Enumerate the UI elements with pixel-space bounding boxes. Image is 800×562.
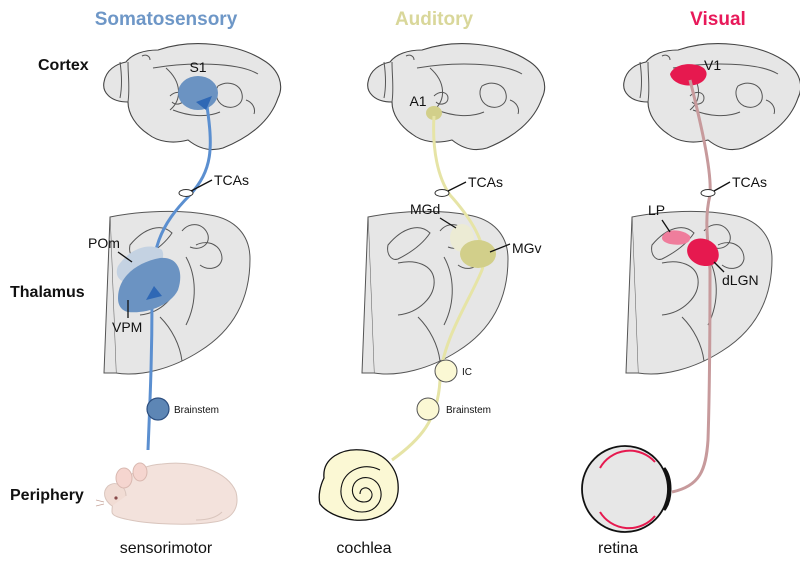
brainstem-label-somatosensory: Brainstem bbox=[174, 405, 219, 416]
s1-label: S1 bbox=[189, 59, 206, 75]
mgd-leader bbox=[439, 217, 457, 229]
ic-label: IC bbox=[462, 367, 472, 378]
v1-label: V1 bbox=[704, 57, 721, 73]
dlgn-leader bbox=[713, 261, 725, 273]
thalamus-slice-auditory bbox=[361, 210, 509, 375]
a1-label: A1 bbox=[409, 93, 426, 109]
mgv-region bbox=[460, 240, 496, 268]
dlgn-label: dLGN bbox=[722, 272, 759, 288]
lp-label: LP bbox=[648, 202, 665, 218]
brain-sagittal-auditory bbox=[367, 43, 546, 151]
brainstem-node-auditory bbox=[416, 397, 440, 421]
row-label-periphery: Periphery bbox=[10, 487, 84, 504]
mgv-leader bbox=[489, 243, 511, 253]
tcas-label-visual: TCAs bbox=[732, 174, 767, 190]
visual-pathway bbox=[671, 79, 712, 494]
mgv-label: MGv bbox=[512, 240, 542, 256]
tcas-ring-auditory bbox=[434, 189, 450, 197]
tcas-label-somatosensory: TCAs bbox=[214, 172, 249, 188]
vpm-region bbox=[118, 257, 181, 313]
visual-header: Visual bbox=[690, 9, 746, 30]
tcas-leader-visual bbox=[713, 181, 731, 192]
v1-region bbox=[670, 64, 707, 86]
dlgn-region bbox=[687, 238, 719, 266]
tcas-leader-somatosensory bbox=[190, 179, 213, 192]
mouse-illustration bbox=[95, 462, 238, 525]
brainstem-label-auditory: Brainstem bbox=[446, 405, 491, 416]
s1-arrowhead bbox=[196, 96, 212, 110]
cochlea-illustration bbox=[318, 449, 399, 521]
brainstem-node-somatosensory bbox=[146, 397, 170, 421]
tcas-ring-visual bbox=[700, 189, 716, 197]
s1-region bbox=[178, 76, 218, 110]
vpm-arrowhead bbox=[146, 286, 162, 300]
lp-region bbox=[662, 230, 691, 245]
bottom-label-retina: retina bbox=[598, 540, 638, 557]
row-label-thalamus: Thalamus bbox=[10, 284, 85, 301]
vpm-label: VPM bbox=[112, 319, 142, 335]
row-label-cortex: Cortex bbox=[38, 57, 89, 74]
tcas-leader-auditory bbox=[447, 181, 467, 192]
pom-leader bbox=[117, 251, 133, 263]
mgd-label: MGd bbox=[410, 201, 440, 217]
thalamus-slice-visual bbox=[625, 210, 773, 375]
tcas-ring-somatosensory bbox=[178, 189, 194, 197]
auditory-header: Auditory bbox=[395, 9, 474, 30]
bottom-label-cochlea: cochlea bbox=[336, 540, 391, 557]
lp-leader bbox=[661, 219, 671, 233]
somatosensory-header: Somatosensory bbox=[95, 9, 238, 30]
bottom-label-sensorimotor: sensorimotor bbox=[120, 540, 213, 557]
pom-label: POm bbox=[88, 235, 120, 251]
a1-region bbox=[426, 106, 442, 120]
tcas-label-auditory: TCAs bbox=[468, 174, 503, 190]
ic-node bbox=[434, 359, 458, 383]
retina-eye-illustration bbox=[581, 445, 672, 533]
pom-region bbox=[116, 246, 164, 283]
